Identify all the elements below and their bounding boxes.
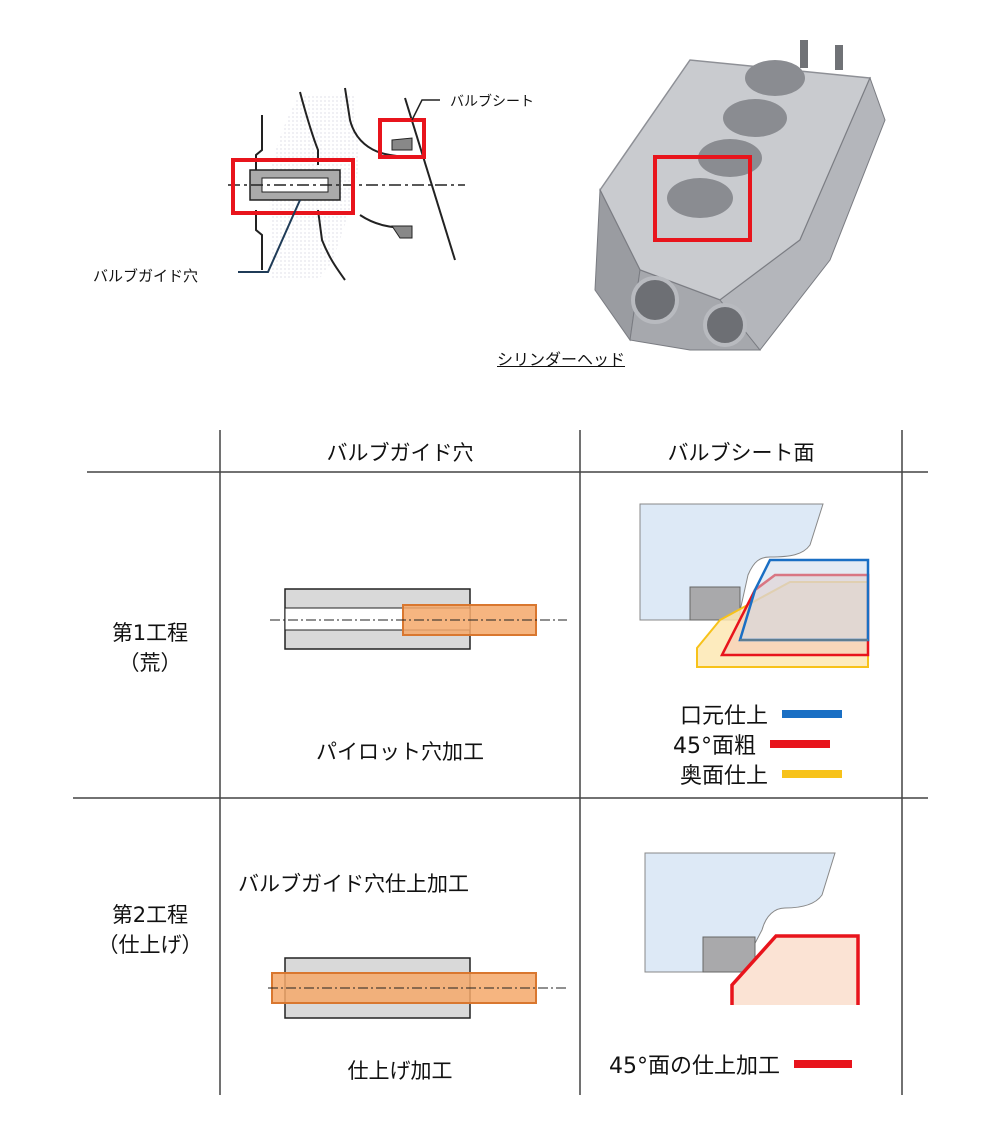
legend-item-45-rough: 45°面粗 xyxy=(673,728,830,760)
guide-finish-title: バルブガイド穴仕上加工 xyxy=(238,872,469,896)
legend-item-mouth: 口元仕上 xyxy=(680,698,843,730)
valve-guide-hole-label: バルブガイド穴 xyxy=(93,267,199,285)
legend-label-mouth: 口元仕上 xyxy=(680,704,769,729)
cylinder-head-caption: シリンダーヘッド xyxy=(497,350,626,369)
step-1-label: 第1工程 （荒） xyxy=(100,618,200,678)
legend-label-back: 奥面仕上 xyxy=(680,764,769,789)
legend-swatch-blue xyxy=(782,710,843,718)
legend-swatch-red-2 xyxy=(794,1060,852,1068)
photo-highlight xyxy=(653,155,752,242)
step-1-subtitle: （荒） xyxy=(118,651,182,675)
step-1-title: 第1工程 xyxy=(111,621,189,645)
guide-finish-caption: 仕上げ加工 xyxy=(347,1059,453,1083)
legend-item-45-finish: 45°面の仕上加工 xyxy=(609,1048,852,1080)
legend-swatch-yellow xyxy=(782,770,843,778)
step-2-subtitle: （仕上げ） xyxy=(97,933,203,957)
valve-seat-label: バルブシート xyxy=(450,94,534,110)
valve-section-diagram xyxy=(228,87,465,281)
col-header-valve-seat: バルブシート面 xyxy=(667,441,815,465)
step-2-label: 第2工程 （仕上げ） xyxy=(95,900,205,960)
cylinder-head-photo xyxy=(594,40,886,351)
pilot-hole-caption: パイロット穴加工 xyxy=(316,740,484,764)
step-2-title: 第2工程 xyxy=(111,903,189,927)
legend-swatch-red xyxy=(770,740,830,748)
valve-guide-highlight xyxy=(231,158,355,215)
legend-item-back: 奥面仕上 xyxy=(680,758,843,790)
legend-label-45-finish: 45°面の仕上加工 xyxy=(609,1054,780,1079)
col-header-valve-guide: バルブガイド穴 xyxy=(326,441,474,465)
legend-label-45-rough: 45°面粗 xyxy=(673,734,756,759)
valve-seat-highlight xyxy=(378,118,426,159)
